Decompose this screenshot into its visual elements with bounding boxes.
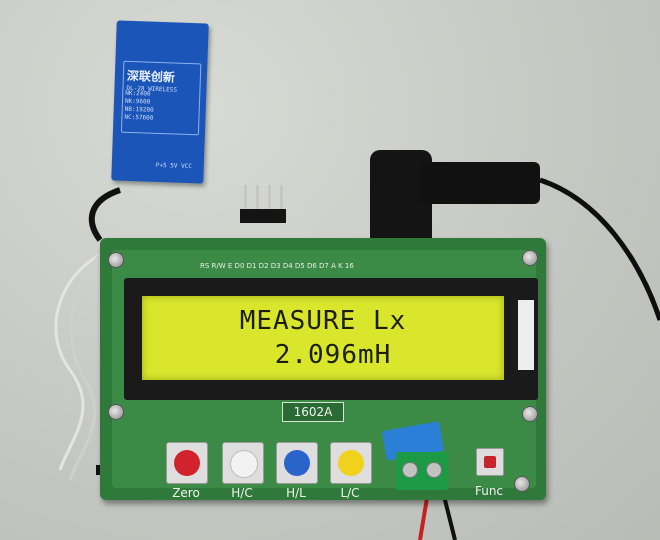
screw-icon [522, 250, 538, 266]
hc-button-cap [230, 450, 258, 478]
screw-icon [108, 252, 124, 268]
lcd-model-label: 1602A [282, 402, 344, 422]
lc-button-label: L/C [340, 486, 360, 500]
screw-icon [108, 404, 124, 420]
test-terminal-block [396, 452, 448, 490]
func-button[interactable] [476, 448, 504, 476]
bluetooth-param: NK:9600 [124, 97, 151, 106]
bluetooth-param: NK:2400 [125, 89, 151, 98]
screw-icon [522, 406, 538, 422]
bluetooth-module: 深联创新 DL-28 WIRELESS NK:2400 NK:9600 NB:1… [111, 20, 209, 184]
hc-button-label: H/C [231, 486, 253, 500]
lcd-screen: MEASURE Lx 2.096mH [142, 296, 504, 380]
bluetooth-param-box: NK:2400 NK:9600 NB:19200 NC:57600 [120, 60, 202, 136]
bluetooth-pins: P+5 5V VCC [155, 161, 193, 171]
bluetooth-param: NB:19200 [124, 105, 154, 114]
hl-button[interactable] [276, 442, 318, 484]
lc-button[interactable] [330, 442, 372, 484]
zero-button-cap [174, 450, 200, 476]
lcd-pin-labels: RS R/W E D0 D1 D2 D3 D4 D5 D6 D7 A K 16 [200, 262, 354, 270]
header-pins [240, 185, 286, 223]
hc-button[interactable] [222, 442, 264, 484]
func-button-label: Func [474, 484, 504, 498]
lcd-line-1: MEASURE Lx [239, 306, 407, 336]
hl-button-label: H/L [286, 486, 306, 500]
lcd-line-2: 2.096mH [274, 340, 392, 370]
zero-button-label: Zero [172, 486, 200, 500]
hl-button-cap [284, 450, 310, 476]
bluetooth-param: NC:57600 [124, 113, 154, 122]
zero-button[interactable] [166, 442, 208, 484]
func-button-cap [484, 456, 496, 468]
lc-button-cap [338, 450, 364, 476]
power-plug-body [420, 162, 540, 204]
screw-icon [514, 476, 530, 492]
lcd-backlight-strip [518, 300, 534, 370]
